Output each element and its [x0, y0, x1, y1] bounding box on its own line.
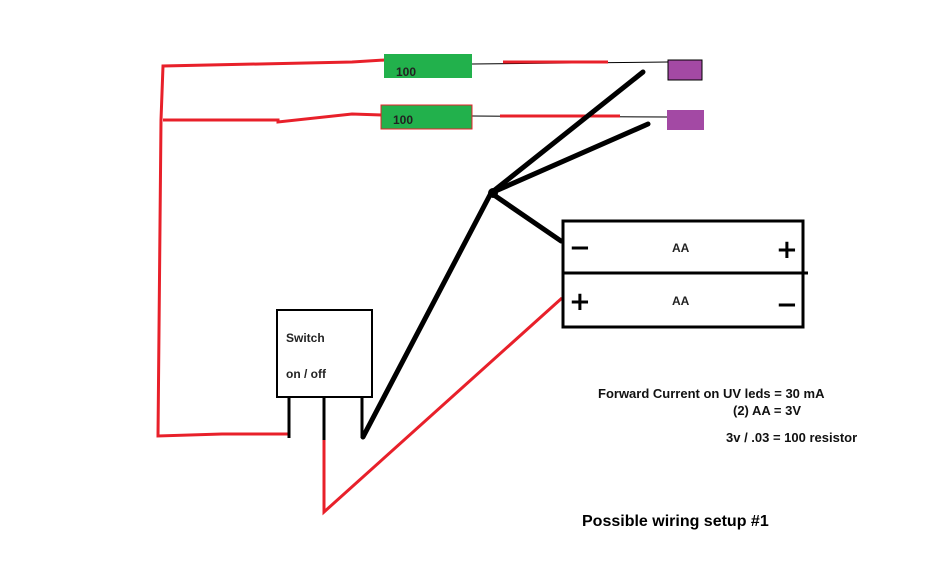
switch-state-label: on / off — [286, 367, 327, 381]
resistor-1: 100 — [384, 54, 472, 79]
red-wires-left — [156, 58, 386, 438]
resistor-1-label: 100 — [396, 65, 416, 79]
red-wires-right — [500, 60, 620, 118]
uv-led-1 — [667, 59, 703, 81]
resistor-2-label: 100 — [393, 113, 413, 127]
note-forward-current: Forward Current on UV leds = 30 mA — [598, 386, 825, 401]
black-wires — [360, 69, 651, 440]
diagram-title: Possible wiring setup #1 — [582, 513, 769, 530]
battery-top-label: AA — [672, 241, 690, 255]
switch — [276, 309, 373, 440]
junction-node — [488, 188, 498, 198]
battery-top-minus: − — [569, 233, 591, 263]
thin-wires-right — [471, 61, 669, 118]
battery-bottom-plus: + — [569, 287, 591, 317]
uv-led-2 — [667, 110, 704, 130]
note-calc: 3v / .03 = 100 resistor — [726, 430, 857, 445]
battery-top-plus: + — [776, 235, 798, 265]
battery-pack — [561, 219, 808, 329]
battery-bottom-label: AA — [672, 294, 690, 308]
note-voltage: (2) AA = 3V — [733, 403, 801, 418]
resistor-2: 100 — [380, 104, 473, 130]
battery-bottom-minus: − — [776, 290, 798, 320]
switch-label: Switch — [286, 331, 325, 345]
